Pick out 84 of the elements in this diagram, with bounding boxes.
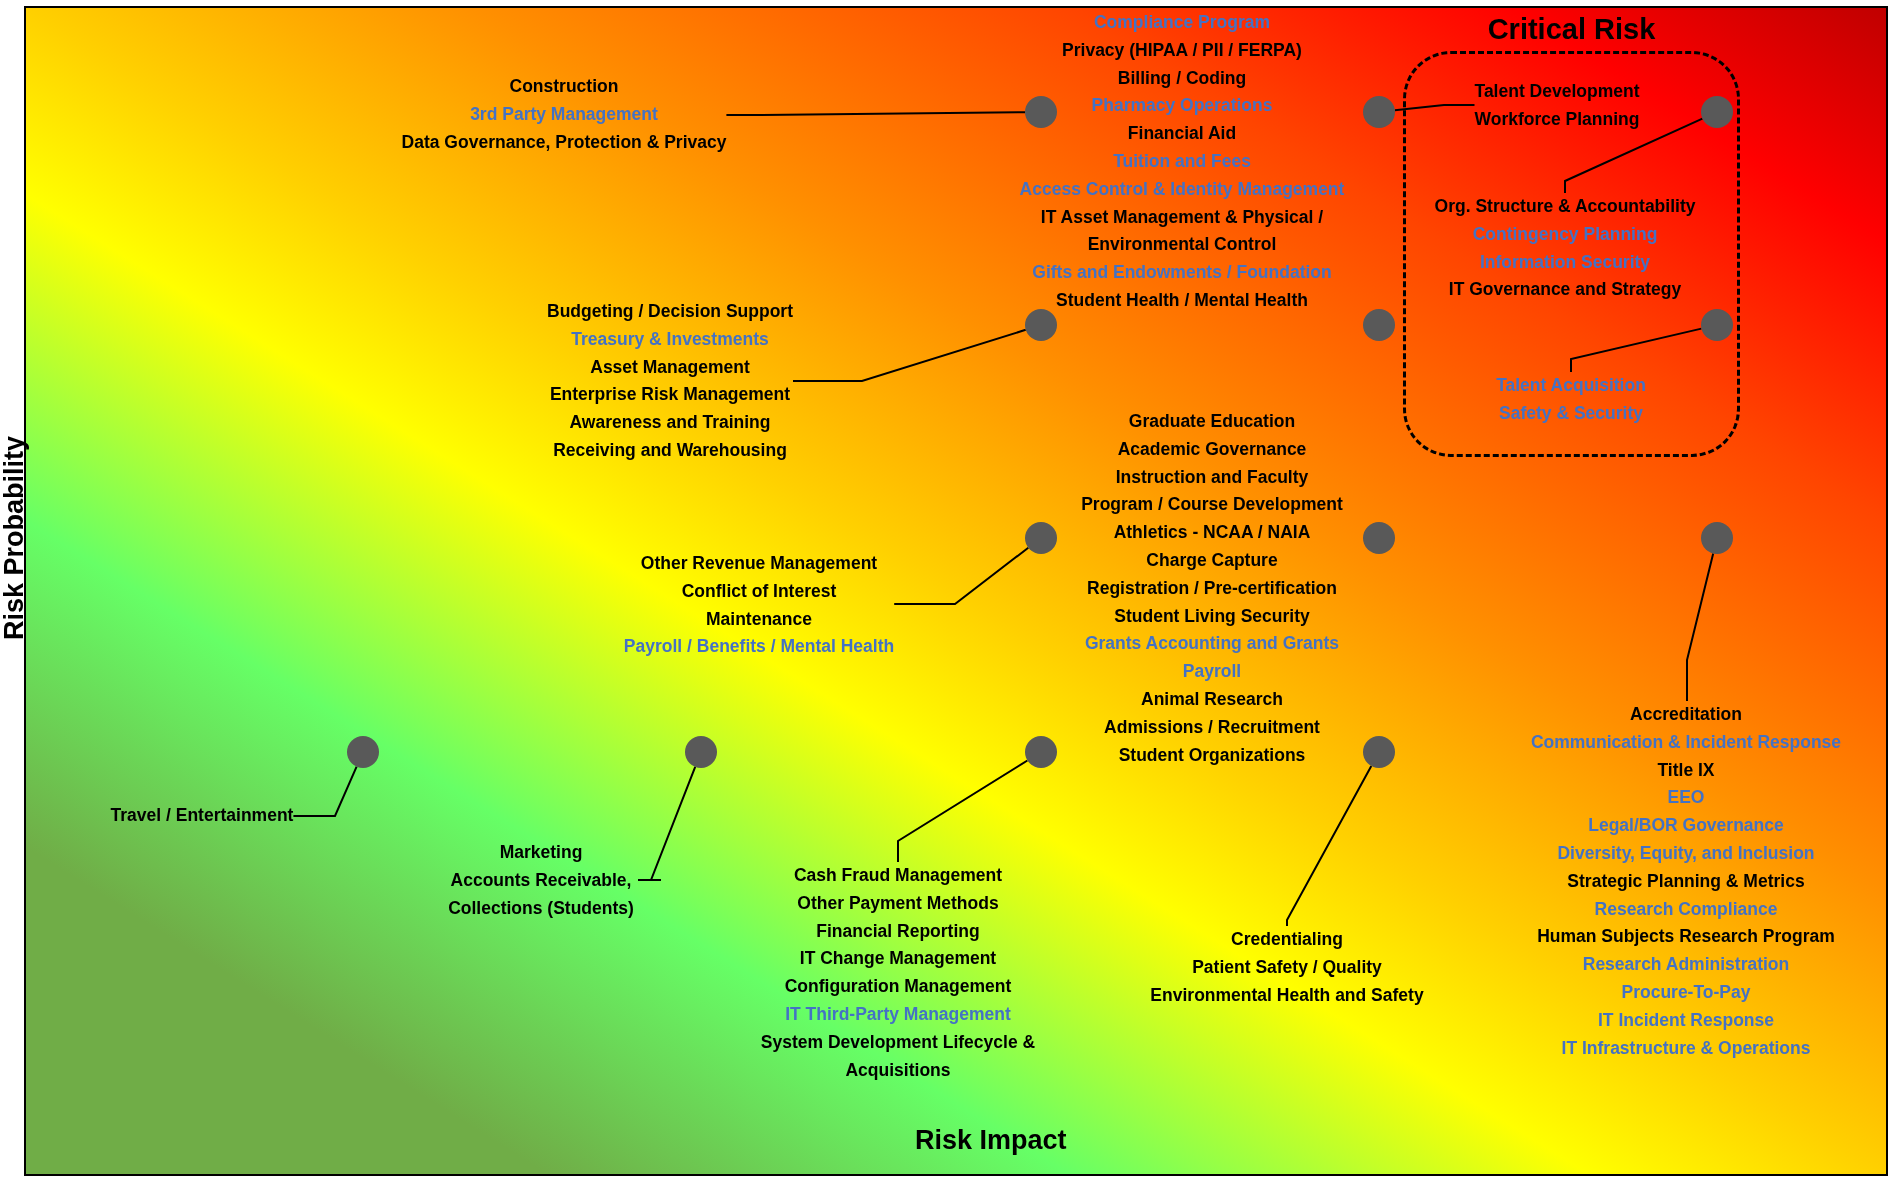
leader-line	[1570, 327, 1703, 373]
leader-line	[1686, 552, 1715, 702]
risk-item: Research Administration	[1582, 953, 1790, 977]
risk-item: Pharmacy Operations	[1091, 94, 1273, 118]
risk-item: Academic Governance	[1117, 437, 1307, 461]
risk-item: IT Asset Management & Physical / Environmental Control	[1039, 205, 1325, 257]
risk-item: Charge Capture	[1146, 549, 1278, 572]
risk-item: Awareness and Training	[569, 411, 771, 435]
risk-item: Procure-To-Pay	[1621, 980, 1751, 1004]
risk-item: Maintenance	[706, 607, 812, 631]
leader-line	[637, 765, 697, 881]
risk-item: IT Governance and Strategy	[1448, 278, 1682, 302]
risk-item: Budgeting / Decision Support	[547, 300, 793, 323]
risk-item: Cash Fraud Management	[793, 864, 1003, 887]
leader-line	[292, 765, 358, 817]
risk-item: Talent Acquisition	[1496, 374, 1646, 397]
risk-item: Student Organizations	[1118, 743, 1306, 767]
risk-item: System Development Lifecycle & Acquisitions	[759, 1030, 1037, 1082]
risk-item: Information Security	[1479, 250, 1651, 274]
risk-item: Data Governance, Protection & Privacy	[401, 130, 727, 154]
risk-item: Communication & Incident Response	[1530, 730, 1842, 754]
leader-line	[1564, 117, 1704, 194]
risk-item: Athletics - NCAA / NAIA	[1113, 521, 1311, 545]
risk-item: Environmental Health and Safety	[1150, 983, 1424, 1007]
risk-item: IT Infrastructure & Operations	[1561, 1036, 1811, 1060]
risk-item: Strategic Planning & Metrics	[1567, 869, 1805, 893]
risk-item: Construction	[509, 75, 619, 98]
risk-item: Payroll	[1182, 660, 1242, 684]
risk-item: Asset Management	[590, 355, 750, 379]
risk-item: Enterprise Risk Management	[549, 383, 791, 407]
leader-line	[792, 328, 1027, 382]
risk-item: Billing / Coding	[1117, 66, 1247, 90]
risk-item: Talent Development	[1474, 80, 1640, 103]
risk-item: Payroll / Benefits / Mental Health	[623, 635, 895, 659]
risk-item: Treasury & Investments	[571, 327, 769, 351]
risk-item: IT Incident Response	[1598, 1008, 1774, 1032]
risk-item: Diversity, Equity, and Inclusion	[1557, 842, 1815, 865]
risk-item: Org. Structure & Accountability	[1434, 195, 1696, 218]
risk-item: Title IX	[1657, 758, 1715, 782]
risk-item: Other Revenue Management	[640, 552, 878, 575]
risk-item: Grants Accounting and Grants	[1084, 632, 1340, 656]
risk-item: Gifts and Endowments / Foundation	[1032, 261, 1332, 285]
risk-item: Configuration Management	[784, 975, 1012, 999]
risk-item: Legal/BOR Governance	[1588, 814, 1784, 838]
risk-item: Marketing	[499, 841, 583, 864]
risk-item: Financial Reporting	[816, 919, 980, 943]
risk-item: Student Living Security	[1114, 604, 1310, 628]
risk-item: Compliance Program	[1094, 11, 1270, 34]
leader-line	[1393, 104, 1476, 112]
risk-item: Accounts Receivable, Collections (Students)	[447, 868, 635, 920]
risk-item: Research Compliance	[1594, 897, 1778, 921]
risk-item: Other Payment Methods	[797, 891, 999, 915]
risk-item: Graduate Education	[1128, 410, 1296, 433]
leader-line	[893, 546, 1030, 605]
risk-item: Student Health / Mental Health	[1056, 288, 1308, 312]
leader-line	[725, 111, 1026, 116]
risk-item: Admissions / Recruitment	[1104, 715, 1320, 739]
risk-item: IT Change Management	[799, 947, 997, 971]
risk-item: Safety & Security	[1499, 401, 1643, 425]
risk-item: Program / Course Development	[1081, 493, 1343, 517]
risk-item: Financial Aid	[1127, 122, 1237, 146]
risk-item: Credentialing	[1231, 928, 1343, 951]
risk-item: Contingency Planning	[1472, 222, 1658, 246]
risk-item: Receiving and Warehousing	[553, 439, 787, 462]
risk-item: Registration / Pre-certification	[1087, 576, 1337, 600]
risk-item: Instruction and Faculty	[1115, 465, 1309, 489]
risk-item: Travel / Entertainment	[110, 804, 294, 827]
risk-item: EEO	[1667, 786, 1705, 810]
risk-item: IT Third-Party Management	[785, 1003, 1011, 1026]
risk-item: Access Control & Identity Management	[1019, 177, 1345, 201]
risk-item: Privacy (HIPAA / PII / FERPA)	[1062, 38, 1302, 62]
risk-item: Human Subjects Research Program	[1537, 925, 1835, 949]
risk-item: Workforce Planning	[1474, 107, 1640, 131]
region-title: Critical Risk	[1487, 12, 1656, 46]
risk-item: Patient Safety / Quality	[1192, 955, 1382, 979]
leader-line	[1286, 765, 1373, 927]
risk-item: Tuition and Fees	[1113, 150, 1251, 173]
risk-item: Conflict of Interest	[681, 579, 837, 603]
risk-item: Animal Research	[1141, 687, 1283, 711]
risk-item: 3rd Party Management	[470, 102, 658, 126]
axis-title: Risk Impact	[915, 1124, 1067, 1156]
leader-line	[897, 759, 1029, 863]
risk-item: Accreditation	[1630, 703, 1742, 726]
axis-title: Risk Probability	[0, 435, 31, 641]
